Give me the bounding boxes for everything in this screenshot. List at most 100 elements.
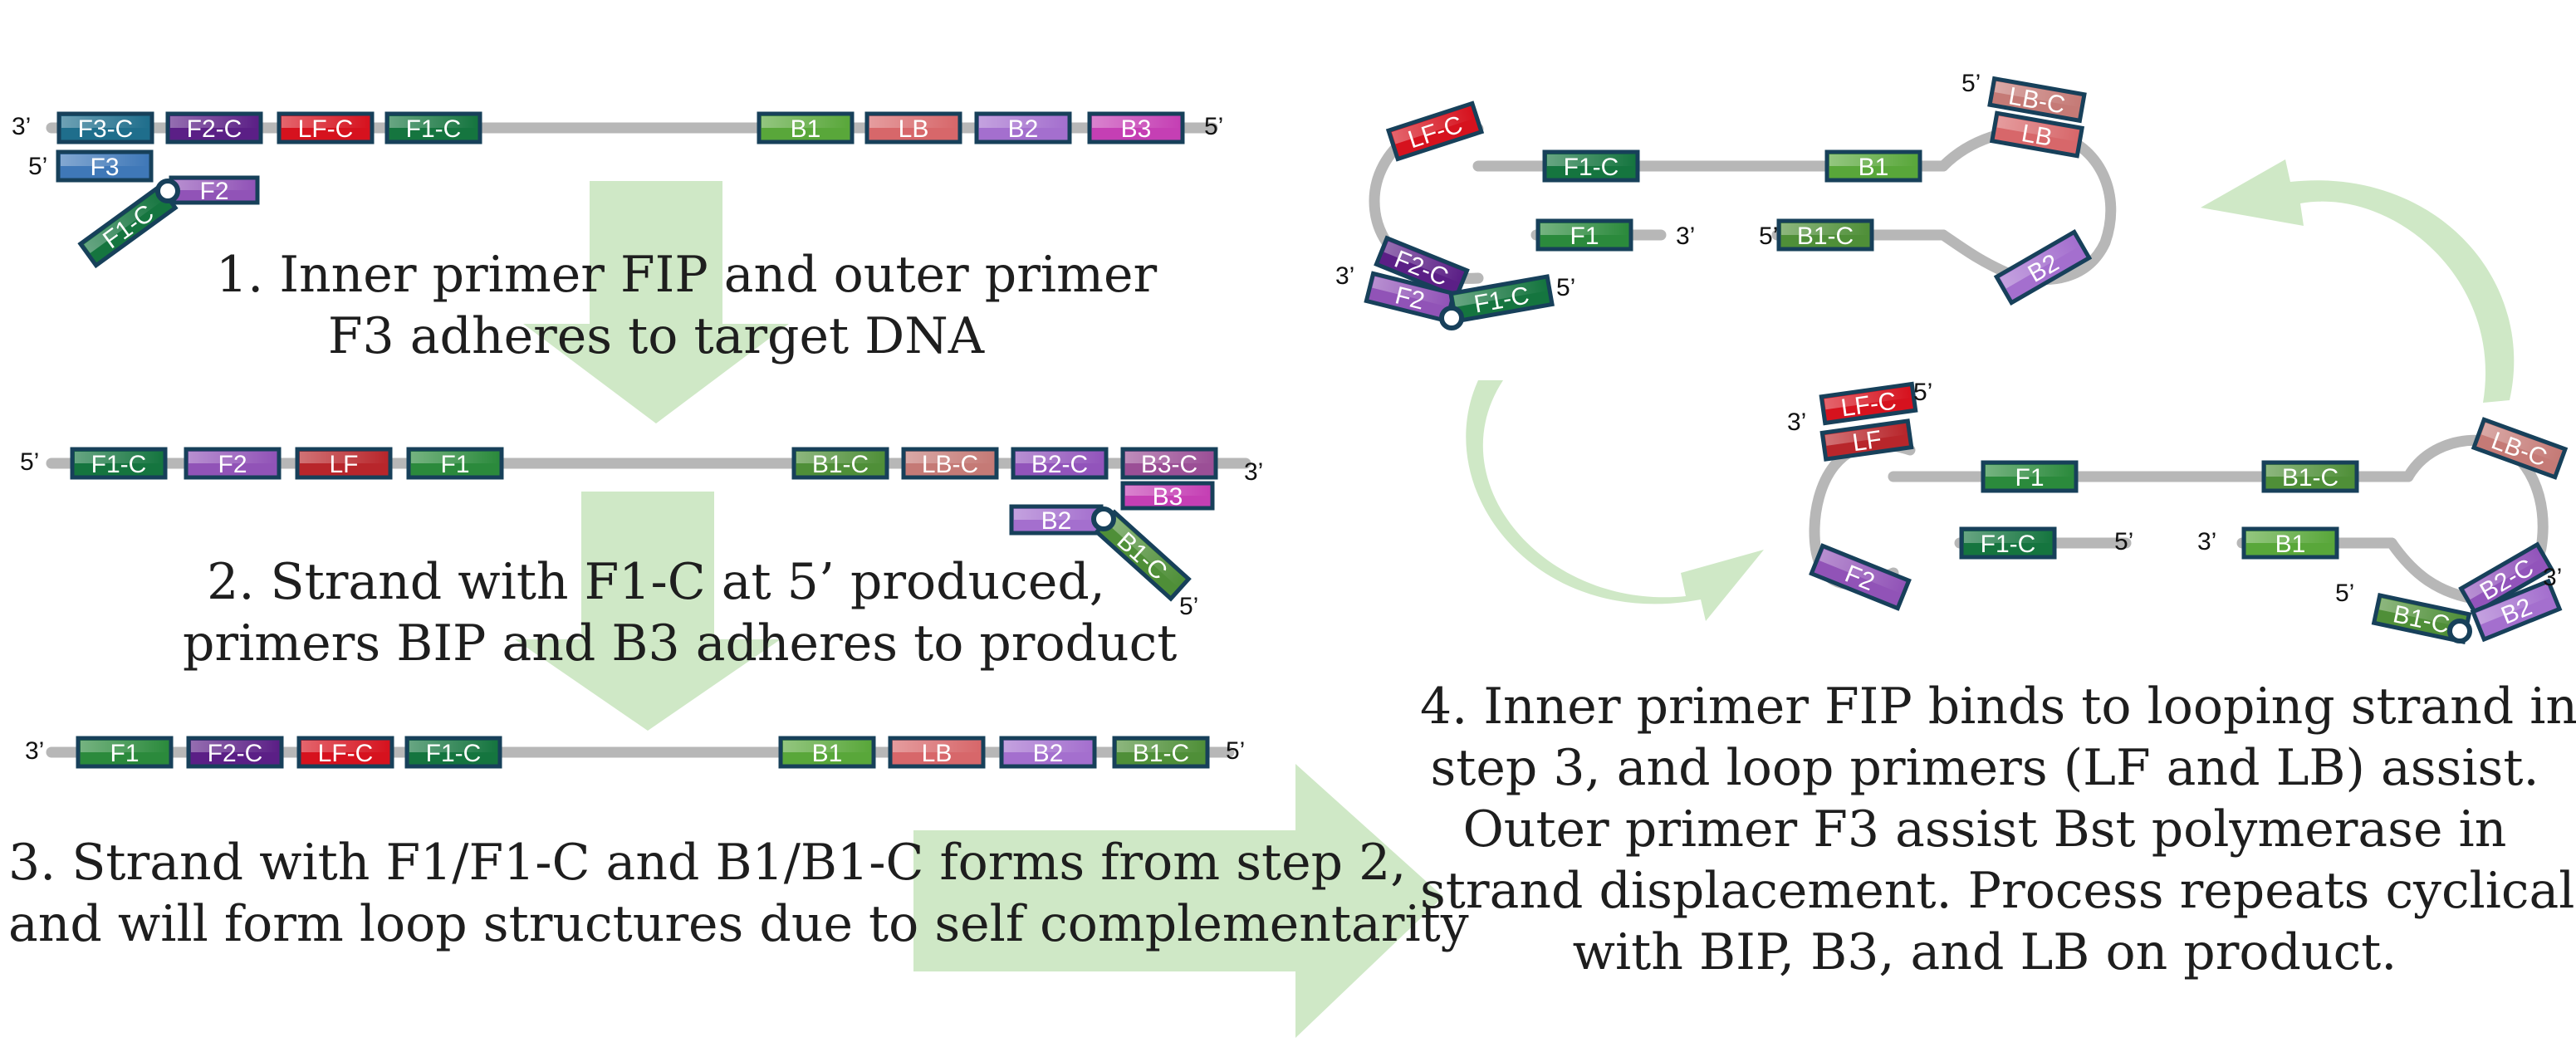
segment-label: LF bbox=[1851, 426, 1883, 457]
segment-gloss bbox=[1016, 452, 1104, 463]
segment-f2-2: F2 bbox=[184, 447, 282, 480]
segment-label: F1 bbox=[1570, 223, 1599, 250]
segment-label: F1-C bbox=[406, 115, 462, 143]
down-arrow-1 bbox=[523, 181, 789, 423]
row2-end-left: 5’ bbox=[20, 448, 39, 476]
segment-gloss bbox=[389, 116, 477, 128]
segment-label: F1-C bbox=[1981, 531, 2036, 558]
segment-gloss bbox=[411, 452, 499, 463]
caption-step4-line4: strand displacement. Process repeats cyc… bbox=[1420, 862, 2576, 920]
segment-gloss bbox=[75, 452, 163, 463]
segment-b1-3: B1 bbox=[1824, 149, 1922, 183]
segment-label: LF bbox=[329, 451, 358, 478]
segment-gloss bbox=[2000, 235, 2080, 289]
segment-label: F3 bbox=[90, 154, 119, 181]
caption-step4-line5: with BIP, B3, and LB on product. bbox=[1572, 923, 2397, 981]
loop1-fip-joint bbox=[1439, 306, 1464, 330]
segment-b1-1: B1 bbox=[757, 111, 855, 144]
down-arrow-2 bbox=[515, 492, 781, 731]
segment-gloss bbox=[2464, 547, 2543, 599]
segment-gloss bbox=[1453, 279, 1548, 307]
segment-b1-c-3: B1-C bbox=[1112, 736, 1210, 769]
segment-b3-2: B3 bbox=[1120, 481, 1215, 511]
segment-f3-c-1: F3-C bbox=[56, 111, 154, 144]
segment-label: B1 bbox=[2275, 531, 2306, 558]
segment-gloss bbox=[1829, 154, 1917, 166]
segment-label: LB bbox=[2020, 120, 2054, 152]
segment-gloss bbox=[1824, 423, 1908, 446]
row3-end-right: 5’ bbox=[1226, 737, 1245, 765]
segment-f2-c-2: F2-C bbox=[186, 736, 284, 769]
segment-lf-2: LF bbox=[1819, 418, 1914, 462]
segment-gloss bbox=[282, 116, 370, 128]
segment-f1-c-4: F1-C bbox=[404, 736, 502, 769]
segment-f2-c-3: F2-C bbox=[1374, 235, 1470, 300]
segment-gloss bbox=[783, 741, 871, 752]
segment-label: B3 bbox=[1153, 483, 1183, 511]
process-arrows bbox=[515, 159, 2515, 1038]
segment-gloss bbox=[1383, 241, 1464, 283]
segment-gloss bbox=[2266, 465, 2354, 477]
segment-label: F1 bbox=[2015, 464, 2044, 492]
segment-b1-4: B1 bbox=[2241, 526, 2339, 560]
segment-b1-2: B1 bbox=[778, 736, 876, 769]
segment-f1-c-5: F1-C bbox=[1542, 149, 1640, 183]
caption-step2-line1: 2. Strand with F1-C at 5’ produced, bbox=[207, 553, 1105, 611]
segment-gloss bbox=[409, 741, 497, 752]
segment-gloss bbox=[1996, 115, 2079, 142]
segment-label: F2 bbox=[218, 451, 247, 478]
row1-f3-end: 5’ bbox=[28, 153, 47, 180]
segment-gloss bbox=[762, 116, 850, 128]
segment-label: F2 bbox=[1393, 281, 1428, 315]
segment-label: B1-C bbox=[2391, 600, 2452, 639]
segment-gloss bbox=[1107, 516, 1186, 588]
segment-lb-1: LB bbox=[864, 111, 962, 144]
segment-b3-c-1: B3-C bbox=[1120, 447, 1218, 480]
segment-b2-c-1: B2-C bbox=[1011, 447, 1109, 480]
strand-loop1-right-bottom bbox=[1937, 229, 2015, 280]
segment-gloss bbox=[893, 741, 981, 752]
segment-gloss bbox=[869, 116, 957, 128]
segment-label: B2 bbox=[1041, 507, 1072, 535]
row1-end-right: 5’ bbox=[1204, 113, 1223, 140]
segment-lb-c-3: LB-C bbox=[2471, 417, 2569, 480]
caption-step4-line1: 4. Inner primer FIP binds to looping str… bbox=[1420, 678, 2576, 736]
caption-step4: 4. Inner primer FIP binds to looping str… bbox=[1420, 676, 2576, 983]
segment-gloss bbox=[2476, 584, 2552, 625]
segment-label: B2 bbox=[1008, 115, 1039, 143]
loop1-f1-end: 3’ bbox=[1676, 223, 1695, 250]
segment-gloss bbox=[1117, 741, 1205, 752]
segment-label: B3 bbox=[1121, 115, 1152, 143]
segment-f2-4: F2 bbox=[1809, 543, 1912, 611]
segment-label: F1-C bbox=[91, 451, 147, 478]
segment-gloss bbox=[1391, 106, 1475, 144]
segment-label: LF-C bbox=[298, 115, 354, 143]
segment-b2-3: B2 bbox=[999, 736, 1097, 769]
segment-lf-c-3: LF-C bbox=[1385, 100, 1485, 162]
segment-b1-c-4: B1-C bbox=[1776, 218, 1874, 252]
row1-fip-joint bbox=[155, 179, 180, 203]
segment-b1-c-5: B1-C bbox=[2261, 460, 2359, 493]
segment-lb-c-2: LB-C bbox=[1987, 76, 2087, 124]
segment-lf-c-2: LF-C bbox=[296, 736, 394, 769]
segment-f1-4: F1 bbox=[1981, 460, 2079, 493]
segment-gloss bbox=[1372, 276, 1451, 307]
row2-bip-end: 5’ bbox=[1179, 593, 1198, 620]
segment-gloss bbox=[1994, 81, 2082, 108]
segment-label: B1-C bbox=[1133, 740, 1189, 767]
segment-b1-c-1: B1-C bbox=[791, 447, 889, 480]
segment-gloss bbox=[1014, 509, 1099, 520]
segment-label: B1 bbox=[812, 740, 843, 767]
row1-end-left: 3’ bbox=[12, 113, 31, 140]
row2-bip-joint bbox=[1091, 506, 1116, 531]
caption-step1-line1: 1. Inner primer FIP and outer primer bbox=[216, 246, 1158, 304]
segment-lf-1: LF bbox=[295, 447, 393, 480]
segment-label: LF-C bbox=[318, 740, 374, 767]
segment-gloss bbox=[906, 452, 994, 463]
segment-lb-3: LB bbox=[1989, 110, 2085, 159]
loop2-bip-end: 5’ bbox=[2335, 580, 2354, 607]
segment-gloss bbox=[61, 116, 149, 128]
right-arrow bbox=[913, 764, 1443, 1038]
segment-label: B1 bbox=[1859, 154, 1889, 181]
